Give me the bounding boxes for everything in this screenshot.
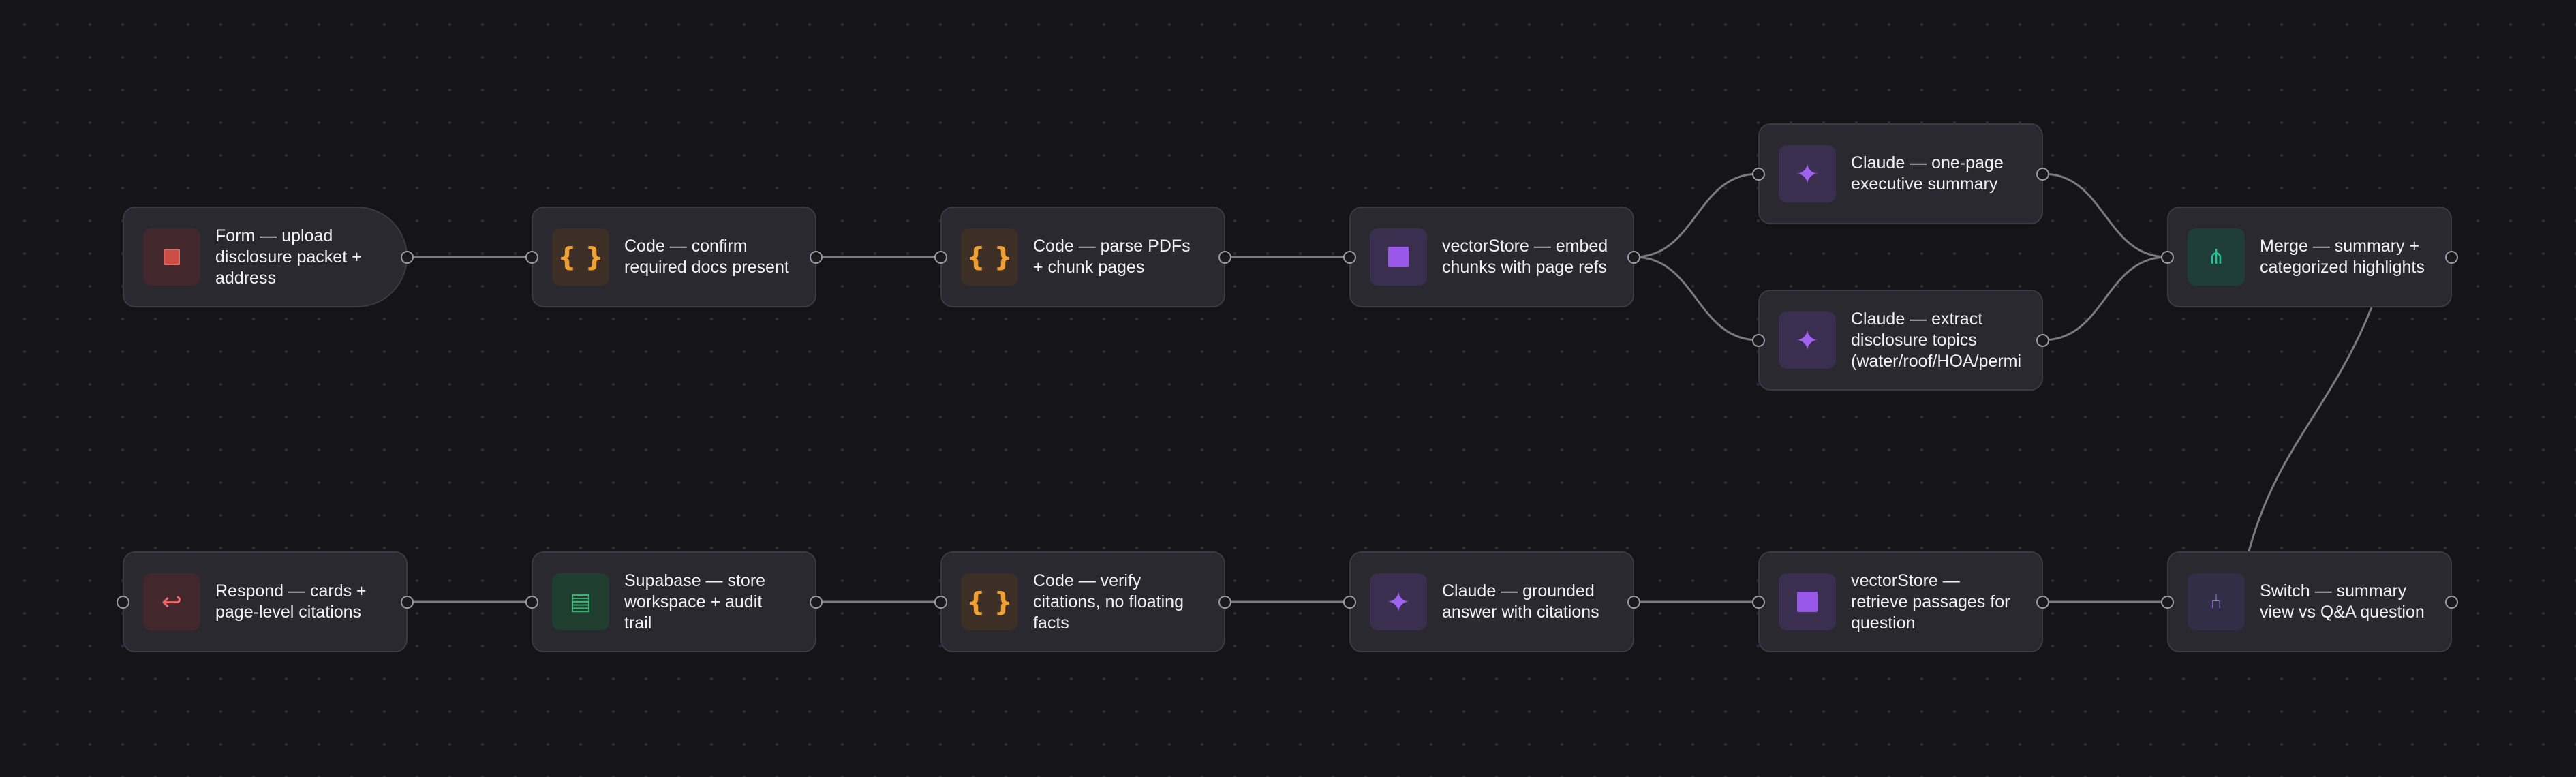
output-port[interactable] <box>2445 250 2458 264</box>
node-merge[interactable]: ⋔ Merge — summary + categorized highligh… <box>2161 207 2458 307</box>
vector-square-icon <box>1779 573 1836 630</box>
input-port[interactable] <box>1752 167 1765 181</box>
sparkle-icon: ✦ <box>1779 145 1836 202</box>
node-label: Claude — grounded answer with citations <box>1442 581 1599 622</box>
output-port[interactable] <box>2036 333 2049 347</box>
input-port[interactable] <box>2161 250 2174 264</box>
node-form-upload[interactable]: Form — upload disclosure packet + addres… <box>123 207 414 307</box>
node-label: Supabase — store workspace + audit trail <box>624 570 766 633</box>
node-claude-extract-topics[interactable]: ✦ Claude — extract disclosure topics (wa… <box>1752 290 2049 391</box>
node-vectorstore-embed[interactable]: vectorStore — embed chunks with page ref… <box>1343 207 1640 307</box>
output-port[interactable] <box>810 250 823 264</box>
code-braces-icon: { } <box>552 228 609 286</box>
sparkle-icon: ✦ <box>1779 311 1836 369</box>
node-claude-executive-summary[interactable]: ✦ Claude — one-page executive summary <box>1752 123 2049 224</box>
node-label: Claude — one-page executive summary <box>1851 153 2004 194</box>
input-port[interactable] <box>525 250 538 264</box>
output-port[interactable] <box>401 250 414 264</box>
node-label: Claude — extract disclosure topics (wate… <box>1851 309 2022 371</box>
code-braces-icon: { } <box>961 228 1018 286</box>
input-port[interactable] <box>525 595 538 609</box>
sparkle-icon: ✦ <box>1370 573 1427 630</box>
node-label: vectorStore — retrieve passages for ques… <box>1851 570 2010 633</box>
node-code-verify-citations[interactable]: { } Code — verify citations, no floating… <box>934 551 1231 652</box>
edge-embed-to-extract <box>1634 256 1759 341</box>
node-code-confirm-docs[interactable]: { } Code — confirm required docs present <box>525 207 823 307</box>
form-square-icon <box>143 228 200 286</box>
input-port[interactable] <box>2161 595 2174 609</box>
output-port[interactable] <box>1218 250 1231 264</box>
node-label: Switch — summary view vs Q&A question <box>2260 581 2425 622</box>
vector-square-icon <box>1370 228 1427 286</box>
input-port[interactable] <box>1752 333 1765 347</box>
switch-icon: ⑃ <box>2188 573 2245 630</box>
input-port[interactable] <box>934 595 947 609</box>
edge-summary-to-merge <box>2042 172 2168 258</box>
code-braces-icon: { } <box>961 573 1018 630</box>
node-code-parse-pdfs[interactable]: { } Code — parse PDFs + chunk pages <box>934 207 1231 307</box>
output-port[interactable] <box>1627 595 1640 609</box>
edge-embed-to-summary <box>1634 172 1759 258</box>
return-arrow-icon: ↩ <box>143 573 200 630</box>
node-label: Respond — cards + page-level citations <box>215 581 367 622</box>
output-port[interactable] <box>2036 167 2049 181</box>
merge-icon: ⋔ <box>2188 228 2245 286</box>
output-port[interactable] <box>2445 595 2458 609</box>
node-supabase-store[interactable]: ▤ Supabase — store workspace + audit tra… <box>525 551 823 652</box>
edge-merge-to-switch <box>2248 307 2373 552</box>
node-claude-grounded-answer[interactable]: ✦ Claude — grounded answer with citation… <box>1343 551 1640 652</box>
input-port[interactable] <box>1752 595 1765 609</box>
output-port[interactable] <box>1218 595 1231 609</box>
output-port[interactable] <box>2036 595 2049 609</box>
node-label: Merge — summary + categorized highlights <box>2260 237 2425 277</box>
node-label: Code — parse PDFs + chunk pages <box>1033 237 1191 277</box>
node-respond[interactable]: ↩ Respond — cards + page-level citations <box>117 551 414 652</box>
edge-extract-to-merge <box>2042 256 2168 341</box>
output-port[interactable] <box>1627 250 1640 264</box>
node-label: vectorStore — embed chunks with page ref… <box>1442 237 1608 277</box>
input-port[interactable] <box>934 250 947 264</box>
node-label: Code — verify citations, no floating fac… <box>1033 570 1184 633</box>
input-port[interactable] <box>1343 250 1356 264</box>
node-label: Code — confirm required docs present <box>624 237 789 277</box>
node-vectorstore-retrieve[interactable]: vectorStore — retrieve passages for ques… <box>1752 551 2049 652</box>
node-label: Form — upload disclosure packet + addres… <box>215 226 362 288</box>
input-port[interactable] <box>1343 595 1356 609</box>
output-port[interactable] <box>401 595 414 609</box>
database-icon: ▤ <box>552 573 609 630</box>
node-switch[interactable]: ⑃ Switch — summary view vs Q&A question <box>2161 551 2458 652</box>
input-port[interactable] <box>117 595 129 609</box>
output-port[interactable] <box>810 595 823 609</box>
